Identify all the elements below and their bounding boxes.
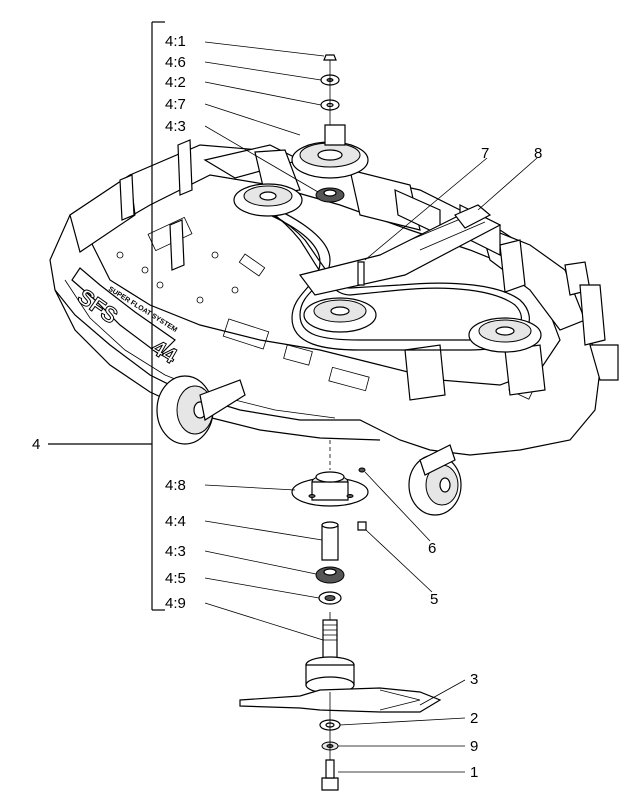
callout-4-7: 4:7 — [165, 96, 186, 113]
pulleys — [233, 124, 542, 353]
callout-4-3-upper: 4:3 — [165, 118, 186, 135]
leader-lines — [204, 41, 538, 773]
spindle-assembly — [291, 467, 369, 694]
callout-6: 6 — [428, 540, 436, 557]
callout-labels: 4:1 4:6 4:2 4:7 4:3 7 8 4 4:8 4:4 4:3 4:… — [32, 33, 542, 781]
callout-4-1: 4:1 — [165, 33, 186, 50]
callout-4-5: 4:5 — [165, 570, 186, 587]
callout-4-2: 4:2 — [165, 74, 186, 91]
callout-1: 1 — [470, 764, 478, 781]
callout-4: 4 — [32, 436, 40, 453]
upper-fastener-stack — [320, 54, 340, 125]
callout-5: 5 — [430, 591, 438, 608]
callout-7: 7 — [481, 145, 489, 162]
assembly-4-bracket — [48, 21, 165, 611]
callout-4-4: 4:4 — [165, 513, 186, 530]
callout-9: 9 — [470, 738, 478, 755]
callout-2: 2 — [470, 710, 478, 727]
callout-4-6: 4:6 — [165, 54, 186, 71]
callout-4-9: 4:9 — [165, 595, 186, 612]
cutting-blade — [239, 687, 442, 713]
callout-4-8: 4:8 — [165, 477, 186, 494]
blade-fastener-stack — [319, 612, 341, 791]
idler-arm-spring — [298, 204, 502, 296]
deck-wheels — [156, 375, 462, 516]
callout-3: 3 — [470, 671, 478, 688]
callout-8: 8 — [534, 145, 542, 162]
callout-4-3-lower: 4:3 — [165, 543, 186, 560]
